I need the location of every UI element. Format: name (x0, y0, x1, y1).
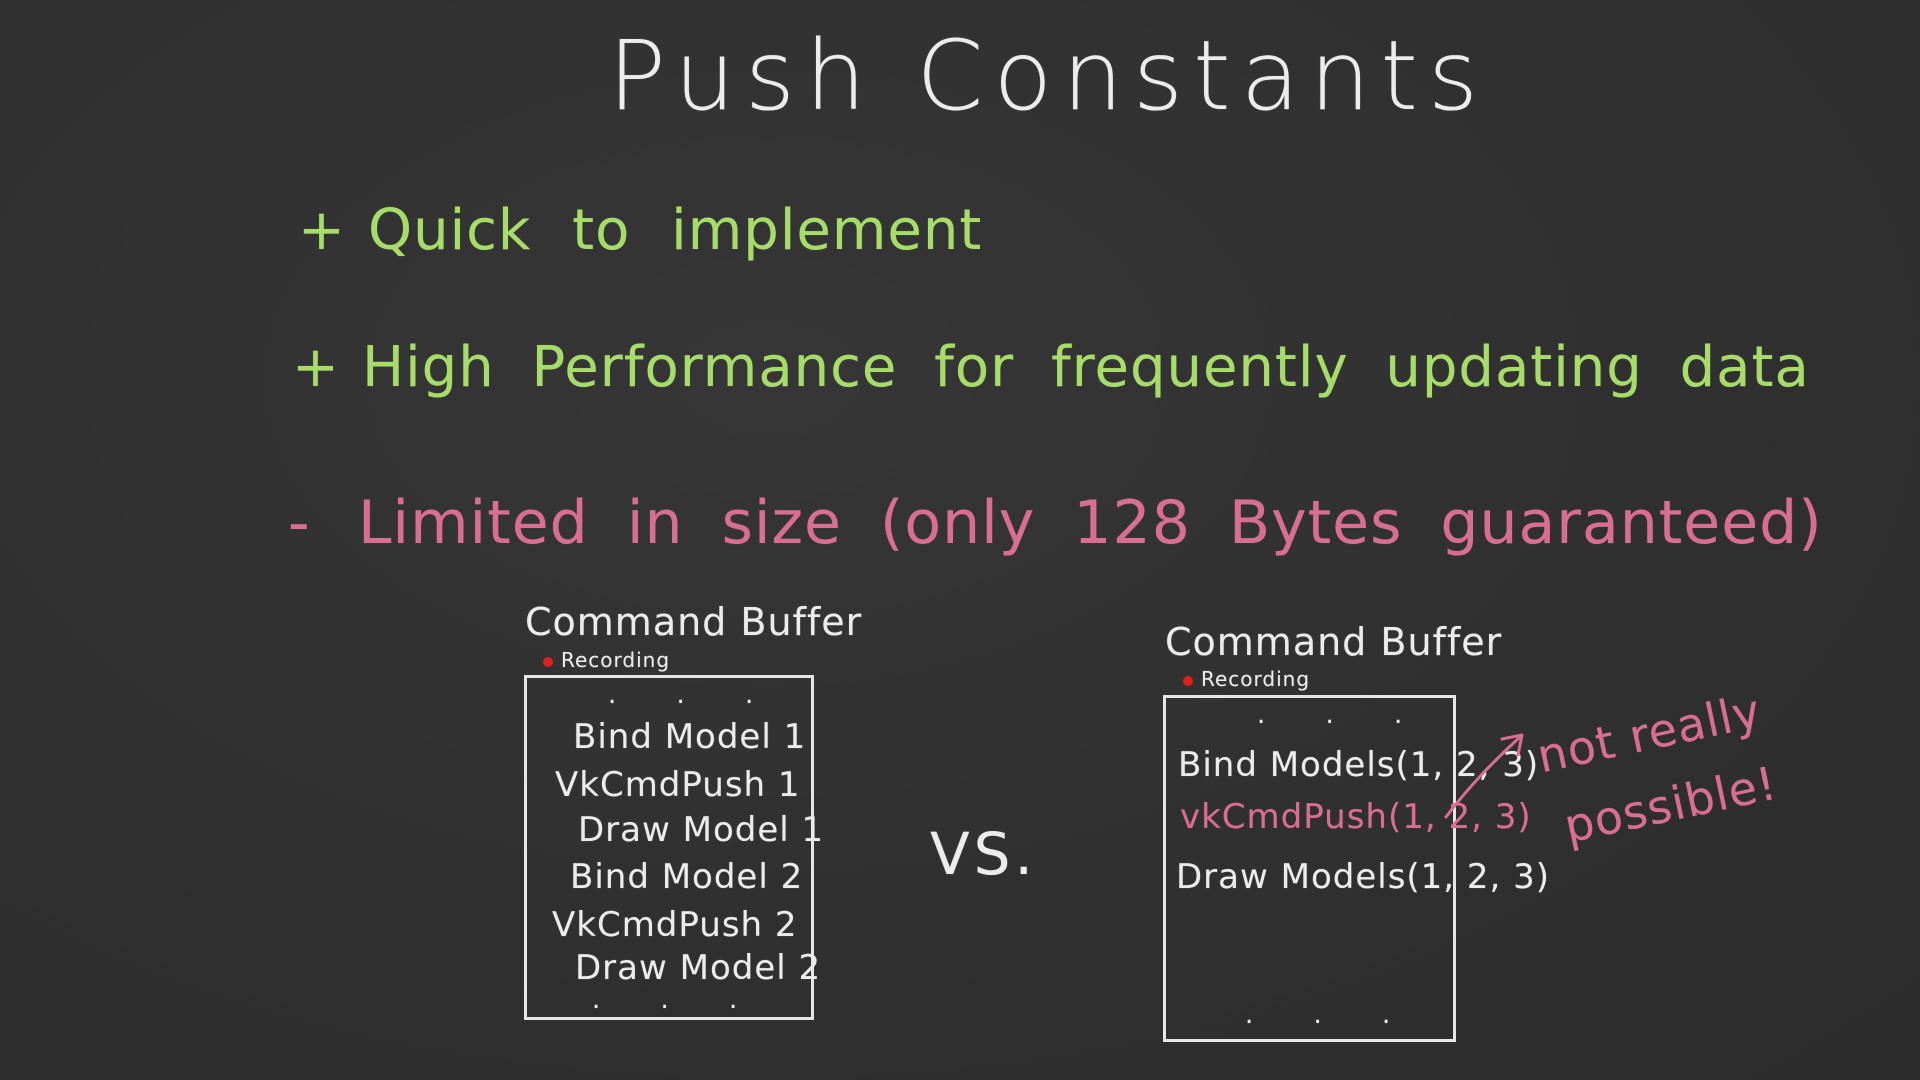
left-command-buffer-box (524, 675, 814, 1020)
recording-dot-icon (1183, 676, 1193, 686)
arrow-icon (1444, 733, 1524, 819)
right-cmd-2: vkCmdPush(1, 2, 3) (1180, 797, 1532, 837)
pro-text: High Performance for frequently updating… (362, 335, 1810, 400)
left-cmd-1: Bind Model 1 (573, 717, 807, 757)
right-buffer-status: Recording (1201, 667, 1311, 691)
right-cmd-3: Draw Models(1, 2, 3) (1176, 857, 1551, 897)
pro-item-1: + Quick to implement (298, 198, 982, 263)
left-cmd-4: Bind Model 2 (570, 857, 804, 897)
right-top-ellipsis: . . . (1257, 700, 1429, 730)
pro-item-2: + High Performance for frequently updatin… (292, 335, 1810, 400)
plus-sign: + (298, 198, 346, 263)
left-cmd-3: Draw Model 1 (578, 810, 825, 850)
versus-label: VS. (930, 820, 1037, 888)
left-buffer-title: Command Buffer (525, 600, 863, 644)
pro-text: Quick to implement (368, 198, 983, 263)
slide-title: Push Constants (608, 20, 1489, 132)
left-cmd-5: VkCmdPush 2 (552, 905, 798, 945)
recording-dot-icon (543, 657, 553, 667)
left-buffer-status: Recording (561, 648, 671, 672)
right-command-buffer-box (1163, 695, 1456, 1042)
con-text: Limited in size (only 128 Bytes guarante… (358, 488, 1823, 558)
left-cmd-6: Draw Model 2 (575, 948, 822, 988)
right-bottom-ellipsis: . . . (1245, 1000, 1417, 1030)
left-top-ellipsis: . . . (608, 680, 780, 710)
left-cmd-2: VkCmdPush 1 (555, 765, 801, 805)
minus-sign: - (288, 488, 311, 558)
plus-sign: + (292, 335, 340, 400)
left-bottom-ellipsis: . . . (592, 985, 764, 1015)
con-item-1: -Limited in size (only 128 Bytes guarant… (288, 488, 1823, 558)
right-buffer-title: Command Buffer (1165, 620, 1503, 664)
